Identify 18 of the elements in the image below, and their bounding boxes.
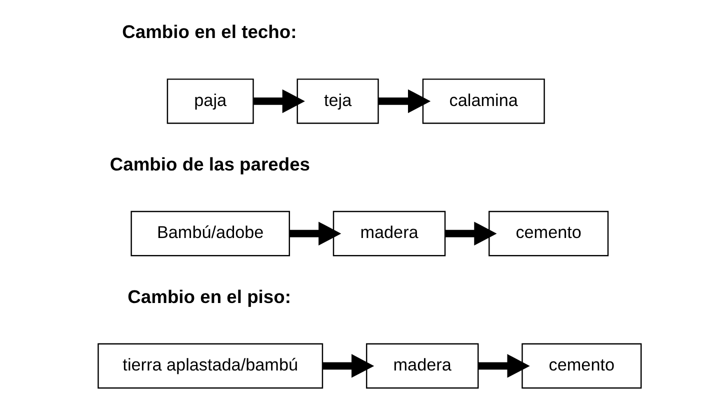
arrow [290, 222, 342, 246]
label: Cambio en el techo: [122, 21, 297, 42]
node-box: cemento [488, 210, 609, 256]
label: Cambio de las paredes [110, 153, 310, 174]
node-box: teja [296, 78, 379, 124]
arrow [254, 89, 305, 114]
node-box: tierra aplastada/bambú [98, 343, 324, 389]
node-box: madera [366, 343, 479, 389]
arrow [445, 222, 497, 246]
arrow [378, 89, 431, 114]
node-box: calamina [422, 78, 545, 124]
label: Cambio en el piso: [128, 286, 291, 307]
node-box: Bambú/adobe [130, 210, 290, 256]
node-box: madera [332, 210, 446, 256]
arrow [478, 354, 530, 378]
node-box: cemento [522, 343, 642, 389]
node-box: paja [166, 78, 254, 124]
arrow [322, 354, 374, 378]
